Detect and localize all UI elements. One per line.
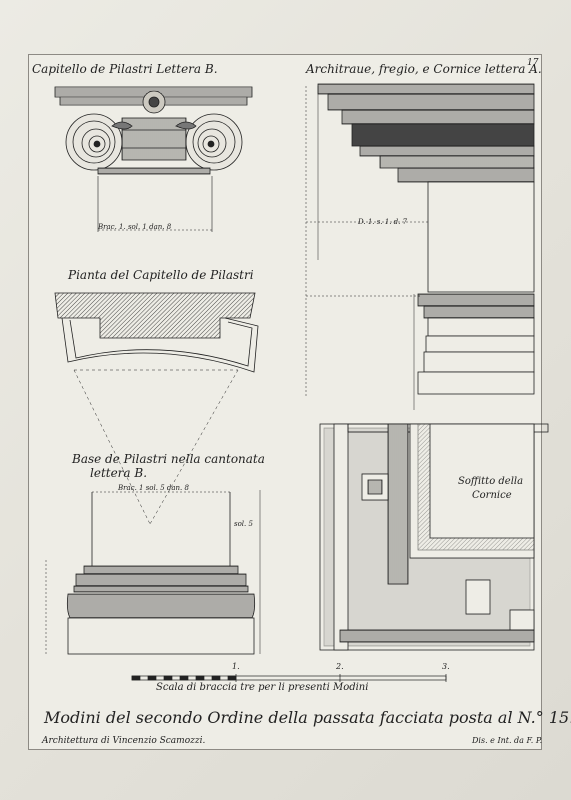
page-number: 17 [527, 58, 539, 68]
base-title-line2: lettera B. [90, 466, 148, 480]
architect-credit: Architettura di Vincenzio Scamozzi. [42, 736, 206, 746]
architrave-drawing [305, 83, 535, 410]
base-drawing [45, 490, 261, 655]
capitello-title: Capitello de Pilastri Lettera B. [32, 62, 218, 76]
soffitto-label-line1: Soffitto della [458, 476, 524, 487]
pianta-title: Pianta del Capitello de Pilastri [68, 268, 254, 282]
pianta-drawing [54, 292, 259, 525]
architrave-dimension: D. 1. s. 1. d. 7 [358, 218, 408, 226]
scale-caption: Scala di braccia tre per li presenti Mod… [156, 682, 369, 693]
main-title: Modini del secondo Ordine della passata … [44, 708, 571, 727]
base-title-line1: Base de Pilastri nella cantonata [72, 452, 265, 466]
scale-number-2: 2. [336, 662, 344, 671]
scale-number-1: 1. [232, 662, 240, 671]
soffitto-drawing [319, 423, 549, 651]
capitello-dimension: Brac. 1. sol. 1 dan. 8 [98, 223, 172, 231]
base-side-dimension: sol. 5 [234, 520, 253, 528]
scale-bar [131, 674, 447, 682]
scale-number-3: 3. [442, 662, 450, 671]
soffitto-label-line2: Cornice [472, 490, 512, 501]
architrave-title: Architraue, fregio, e Cornice lettera A. [306, 62, 542, 76]
engraver-credit: Dis. e Int. da F. P. [472, 736, 543, 745]
base-dimension: Brac. 1 sol. 5 dan. 8 [118, 484, 189, 492]
capitello-drawing [54, 86, 253, 232]
